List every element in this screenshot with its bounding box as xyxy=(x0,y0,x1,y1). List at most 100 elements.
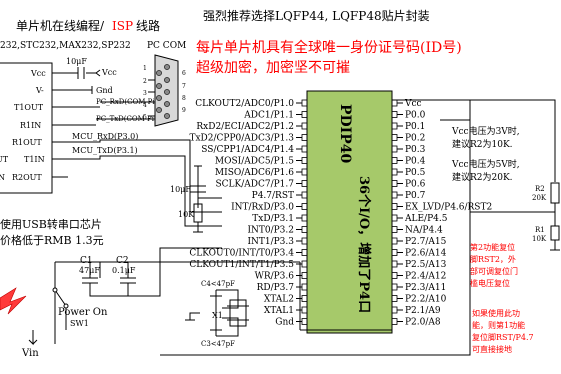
r1-value: 10K xyxy=(532,235,547,243)
power-rail-top xyxy=(54,261,300,344)
chip-pin-label: MOSI/ADC5/P1.5 xyxy=(215,157,294,167)
power-switch xyxy=(54,289,67,330)
note-vcc5-line2: 建议R2为20K. xyxy=(452,171,513,183)
db9-pin-3 xyxy=(164,89,170,95)
chip-pin-label: TxD2/CPP0/ADC3/P1.3 xyxy=(189,134,294,144)
usb-note-line1: 使用USB转串口芯片 xyxy=(0,217,102,231)
crystal-plates xyxy=(227,305,249,321)
reset-vcc-rail xyxy=(194,165,202,186)
vcc-arrow-icon xyxy=(95,69,101,77)
chip-pin-label: P2.0/A8 xyxy=(405,318,441,328)
chip-pin-label: P2.5/A13 xyxy=(405,260,447,270)
crystal-pin-wires xyxy=(222,300,239,326)
switch-ref: SW1 xyxy=(70,319,89,328)
chip-pin-label: P0.7 xyxy=(405,191,426,201)
chip-pin-pad xyxy=(301,157,308,164)
note-rst1-line2: 能，则第1功能 xyxy=(472,320,525,330)
chip-pin-7: MISO/ADC6/P1.67 xyxy=(215,168,316,178)
chip-pin-pad xyxy=(391,203,398,210)
db9-pin-4 xyxy=(164,101,170,107)
chip-pin-pad xyxy=(301,237,308,245)
chip-pin-pad xyxy=(391,272,398,279)
isp-title-isp: ISP xyxy=(112,19,133,33)
package-note: 强烈推荐选择LQFP44, LQFP48贴片封装 xyxy=(203,9,430,23)
gnd-pin-wire xyxy=(299,262,392,331)
db9-pin-5 xyxy=(164,113,170,119)
chip-pin-label: P4.7/RST xyxy=(252,191,294,201)
note-rst1-line4: 可直接接地 xyxy=(472,344,512,354)
chip-pin-label: P2.6/A14 xyxy=(405,249,447,259)
db9-pin-7 xyxy=(156,83,162,89)
mcu-txd-wire xyxy=(68,155,222,227)
rs232-pin-vminus: V- xyxy=(35,86,44,95)
pc-txd-label: PC_TxD(COM Pin3) xyxy=(96,115,166,123)
mcu-txd-label: MCU_TxD(P3.1) xyxy=(72,146,138,155)
rs232-pin-vcc: Vcc xyxy=(30,69,46,78)
note-rst2-line2: 脚RST2，外 xyxy=(470,254,516,264)
r1-ref: R1 xyxy=(535,226,545,234)
chip-pin-pad xyxy=(301,99,308,107)
switch-contact-top xyxy=(52,287,58,293)
chip-pin-3: RxD2/ECI/ADC2/P1.23 xyxy=(196,122,316,132)
chip-pin-label: Vcc xyxy=(404,99,422,109)
chip-pin-pad xyxy=(391,295,398,302)
chip-pin-pad xyxy=(391,226,398,233)
db9-pin-2 xyxy=(164,77,170,83)
reset-cap-value: 10μF xyxy=(170,185,191,194)
note-vcc3-line1: Vcc电压为3V时, xyxy=(451,125,520,137)
chip-pin-label: P0.1 xyxy=(405,122,425,132)
feature-line-2: 超级加密，加密坚不可摧 xyxy=(196,59,350,76)
note-rst2-line1: 第2功能复位 xyxy=(470,242,515,252)
note-rst1-line3: 复位脚RST/P4.7 xyxy=(472,332,534,342)
rs232-pin-stubs xyxy=(52,72,68,178)
chip-pin-pad xyxy=(301,295,308,302)
db9-num-3: 3 xyxy=(143,90,147,97)
mcu-chip-body xyxy=(306,90,393,334)
chip-pin-label: P0.3 xyxy=(405,145,426,155)
chip-pin-pad xyxy=(391,237,398,245)
chip-pin-pad xyxy=(391,249,398,256)
c1-label: C1 xyxy=(80,256,93,266)
chip-pin-pad xyxy=(301,191,308,199)
reset-gnd-icon xyxy=(193,222,203,233)
r2-value: 20K xyxy=(532,194,547,202)
chip-pin-label: P2.3/A11 xyxy=(405,283,446,293)
chip-pin-label: P0.0 xyxy=(405,111,426,121)
crystal-load-caps xyxy=(210,289,239,337)
chip-pin-label: CLKOUT2/ADC0/P1.0 xyxy=(195,99,294,109)
chip-pin-label: P0.5 xyxy=(405,168,426,178)
rs232-fragment-n: N xyxy=(0,173,5,182)
chip-pin-pad xyxy=(301,203,308,210)
chip-pin-31: 31EX_LVD/P4.6/RST2 xyxy=(379,203,493,213)
chip-pin-label: P2.7/A15 xyxy=(405,237,447,247)
chip-pin-pad xyxy=(391,99,398,107)
mcu-rxd-wire xyxy=(68,139,222,213)
rs232-vcc-label: Vcc xyxy=(101,68,117,77)
chip-pin-pad xyxy=(301,249,308,256)
chip-pin-pad xyxy=(301,180,308,187)
rs232-cap-value: 10μF xyxy=(66,57,87,66)
reset-res-value: 10K xyxy=(178,210,195,219)
crystal-c3: C3<47pF xyxy=(201,340,235,348)
chip-pin-label: ALE/P4.5 xyxy=(404,214,448,224)
chip-pin-2: ADC1/P1.12 xyxy=(243,111,315,121)
c2-label: C2 xyxy=(116,256,129,266)
crystal-gnd-icon xyxy=(185,312,200,321)
chip-pin-pad xyxy=(391,214,398,222)
chip-pin-pad xyxy=(391,122,398,130)
r1-gnd-icon xyxy=(550,240,560,251)
rs232-pin-r1in: R1IN xyxy=(20,121,41,130)
chip-pin-pad xyxy=(391,191,398,199)
chip-pin-pad xyxy=(301,260,308,268)
db9-num-2: 2 xyxy=(143,78,147,85)
chip-pin-pad xyxy=(391,134,398,141)
chip-pin-9: P4.7/RST9 xyxy=(252,191,316,201)
r1-resistor xyxy=(550,225,560,241)
chip-pin-pad xyxy=(301,318,308,325)
chip-pin-8: SCLK/ADC7/P1.78 xyxy=(215,180,316,190)
db9-pin-8 xyxy=(156,95,162,101)
chip-pin-5: SS/CPP1/ADC4/P1.45 xyxy=(201,145,316,155)
pc-rxd-wire xyxy=(68,101,164,108)
chip-pin-label: RD/P3.7 xyxy=(257,283,295,293)
